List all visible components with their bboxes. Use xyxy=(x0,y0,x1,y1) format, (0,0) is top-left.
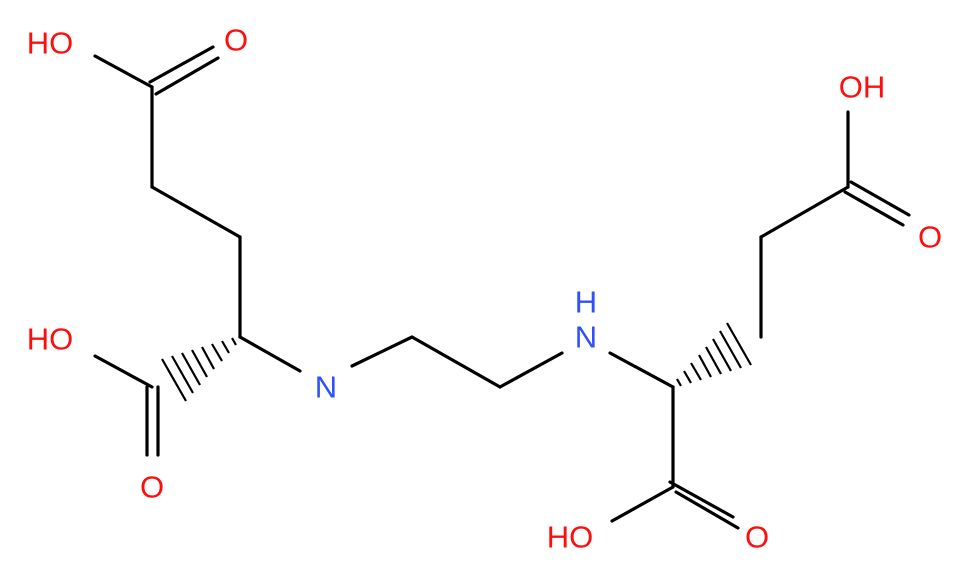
bond-c9-o4-double-b xyxy=(674,490,740,530)
bond-c2-c3 xyxy=(150,185,242,239)
atom-n2: N xyxy=(575,320,597,355)
bond-c1-o1h xyxy=(93,54,154,89)
atom-o2-carbonyl: O xyxy=(140,470,164,505)
atom-o4-hydroxyl: HO xyxy=(547,520,594,555)
atom-o4-carbonyl: O xyxy=(745,520,769,555)
atom-o2-hydroxyl: HO xyxy=(27,322,74,357)
bond-c9-o4h xyxy=(610,485,675,523)
atom-n1: N xyxy=(315,370,337,405)
atom-o1-carbonyl: O xyxy=(224,23,248,58)
atom-o1-hydroxyl: HO xyxy=(27,26,74,61)
bond-c1-o1-double-a xyxy=(148,45,215,84)
bond-c11-c12 xyxy=(759,185,850,239)
bond-c7-n2 xyxy=(498,351,564,389)
bond-c1-o1-double-b xyxy=(154,56,220,96)
bond-c12-o3-double-b xyxy=(849,180,911,217)
bonds xyxy=(93,45,911,530)
atom-o3-hydroxyl: OH xyxy=(839,70,886,105)
atom-h-n2: H xyxy=(575,285,597,320)
bond-n2-c8 xyxy=(608,351,675,389)
atom-o3-carbonyl: O xyxy=(918,220,942,255)
bond-n1-c6 xyxy=(350,335,414,368)
bond-c4-n1 xyxy=(238,335,302,373)
bond-c6-c7 xyxy=(410,335,502,389)
hashed-wedge-left xyxy=(161,337,237,402)
atom-labels: HO O HO O N N H OH O HO O xyxy=(27,23,942,555)
bond-c5-o2h xyxy=(93,354,154,389)
stereo-bonds xyxy=(161,322,752,402)
bond-c9-o4-double-a xyxy=(668,480,735,519)
bond-c12-o3-double-a xyxy=(843,190,905,227)
hashed-wedge-right xyxy=(676,322,752,387)
